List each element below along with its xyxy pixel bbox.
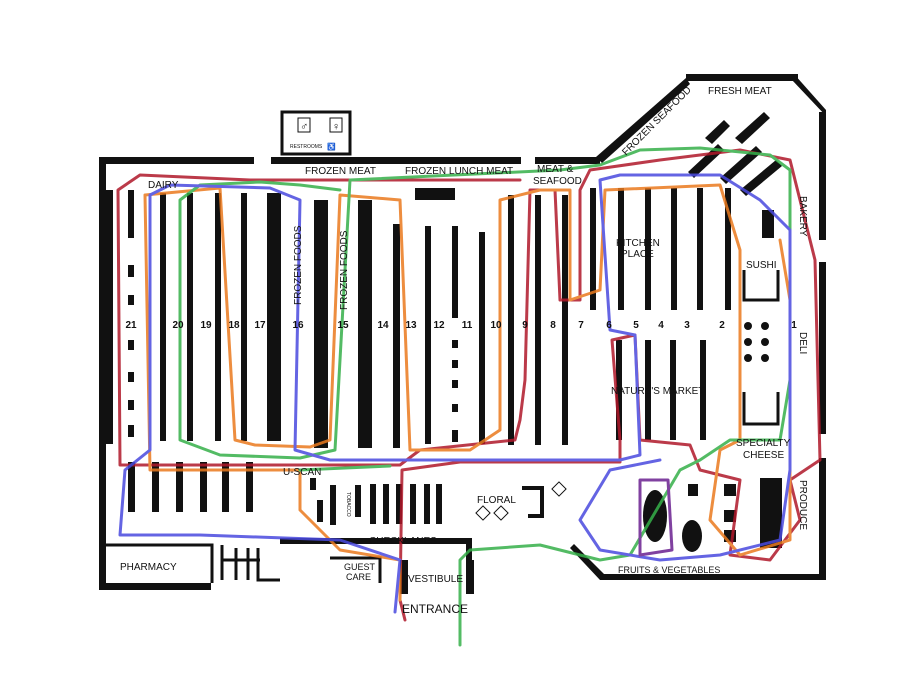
aisle-number-7: 7 <box>578 320 584 331</box>
aisle-number-8: 8 <box>550 320 556 331</box>
aisle-number-15: 15 <box>337 320 349 331</box>
specialty-cheese-label-2: CHEESE <box>743 450 784 461</box>
frozen-foods-label-a: FROZEN FOODS <box>293 225 304 305</box>
aisle-number-14: 14 <box>377 320 389 331</box>
shopper-paths <box>116 146 822 647</box>
aisle-number-5: 5 <box>633 320 639 331</box>
deli-tables <box>744 322 769 362</box>
aisle-number-16: 16 <box>292 320 304 331</box>
aisle-number-19: 19 <box>200 320 212 331</box>
natures-market-label: NATURE'S MARKET <box>611 386 704 397</box>
aisle-shelves <box>104 188 731 448</box>
bakery-label: BAKERY <box>797 196 808 237</box>
sushi-label: SUSHI <box>746 260 777 271</box>
aisle-number-9: 9 <box>522 320 528 331</box>
kitchen-place-label-1: KITCHEN <box>616 238 660 249</box>
checklanes-label: CHECKLANES <box>369 536 437 547</box>
u-scan-label: U-SCAN <box>283 467 321 478</box>
floral-displays <box>475 481 567 521</box>
fruits-vegetables-label: FRUITS & VEGETABLES <box>618 565 720 575</box>
restrooms-label: RESTROOMS <box>290 144 323 150</box>
aisle-number-13: 13 <box>405 320 417 331</box>
aisle-number-18: 18 <box>228 320 240 331</box>
restrooms-area: ♂ ♀ RESTROOMS ♿ <box>280 110 352 156</box>
path-green <box>178 146 792 647</box>
meat-seafood-label-2: SEAFOOD <box>533 176 582 187</box>
aisle-number-4: 4 <box>658 320 664 331</box>
vestibule-label: VESTIBULE <box>408 574 463 585</box>
path-purple <box>638 478 674 557</box>
deli-label: DELI <box>797 332 808 354</box>
aisle-number-10: 10 <box>490 320 502 331</box>
entrance-label: ENTRANCE <box>402 602 468 616</box>
fresh-meat-label: FRESH MEAT <box>708 86 772 97</box>
frozen-foods-label-b: FROZEN FOODS <box>339 230 350 310</box>
aisle-number-11: 11 <box>462 320 473 331</box>
deli-fixtures <box>742 270 780 426</box>
tobacco-label: TOBACCO <box>345 492 351 517</box>
aisle-number-3: 3 <box>684 320 690 331</box>
woman-icon: ♀ <box>332 121 340 133</box>
man-icon: ♂ <box>300 121 308 133</box>
dairy-label: DAIRY <box>148 180 179 191</box>
produce-label: PRODUCE <box>797 480 808 530</box>
specialty-cheese-label-1: SPECIALTY <box>736 438 791 449</box>
accessibility-icon: ♿ <box>327 142 336 151</box>
kitchen-place-label-2: PLACE <box>621 249 654 260</box>
path-blue <box>118 173 792 614</box>
pharmacy-label: PHARMACY <box>120 562 177 573</box>
aisle-number-6: 6 <box>606 320 612 331</box>
aisle-number-20: 20 <box>172 320 184 331</box>
aisle-number-21: 21 <box>125 320 137 331</box>
floral-label: FLORAL <box>477 495 516 506</box>
area-labels: DAIRY FROZEN MEAT FROZEN LUNCH MEAT MEAT… <box>120 85 808 616</box>
aisle-number-1: 1 <box>791 320 797 331</box>
aisle-number-17: 17 <box>254 320 266 331</box>
guest-care-label-1: GUEST <box>344 562 376 572</box>
aisle-number-2: 2 <box>719 320 725 331</box>
guest-care-label-2: CARE <box>346 572 371 582</box>
frozen-meat-label: FROZEN MEAT <box>305 166 376 177</box>
meat-seafood-label-1: MEAT & <box>537 164 574 175</box>
aisle-number-12: 12 <box>433 320 445 331</box>
frozen-lunch-meat-label: FROZEN LUNCH MEAT <box>405 166 513 177</box>
